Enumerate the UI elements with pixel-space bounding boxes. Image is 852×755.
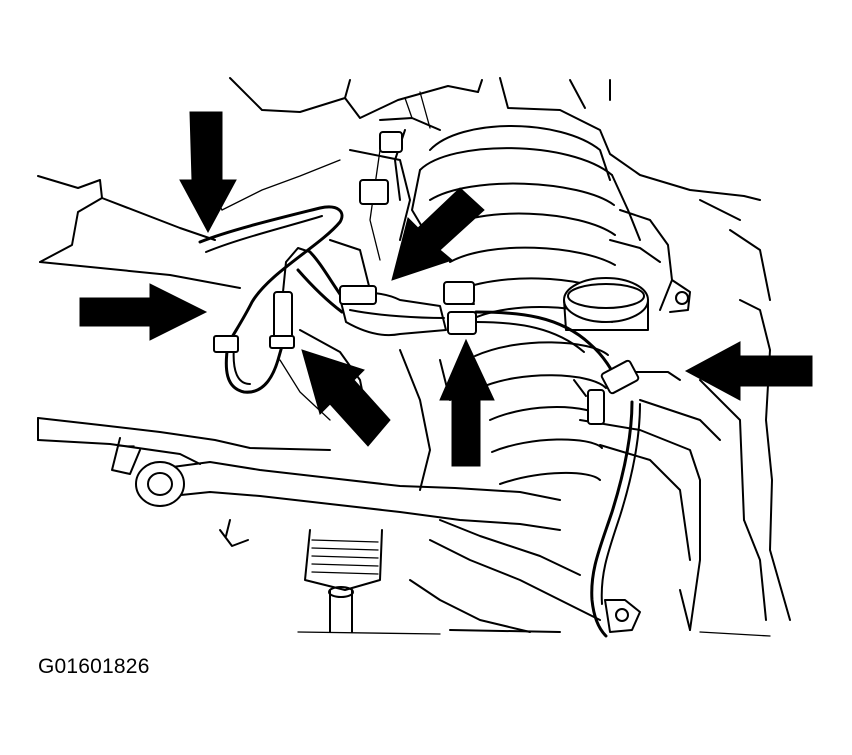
- shock-absorber: [304, 529, 383, 633]
- callout-arrow-center-up: [439, 338, 495, 467]
- callout-arrow-top-left: [179, 111, 237, 234]
- steering-knuckle: [563, 199, 791, 631]
- figure-id-label: G01601826: [38, 655, 150, 678]
- callout-arrow-right: [684, 341, 813, 401]
- callout-arrow-upper-center: [391, 187, 485, 281]
- callout-arrow-lower-center: [301, 349, 391, 447]
- lower-control-arm: [111, 437, 561, 547]
- bottom-edge-lines: [297, 631, 771, 637]
- sensor-wiring-harness: [198, 205, 681, 638]
- brake-assembly: [409, 519, 691, 633]
- frame-rail-left: [37, 159, 341, 465]
- callout-arrow-left: [79, 283, 208, 341]
- body-panel-upper: [229, 77, 761, 201]
